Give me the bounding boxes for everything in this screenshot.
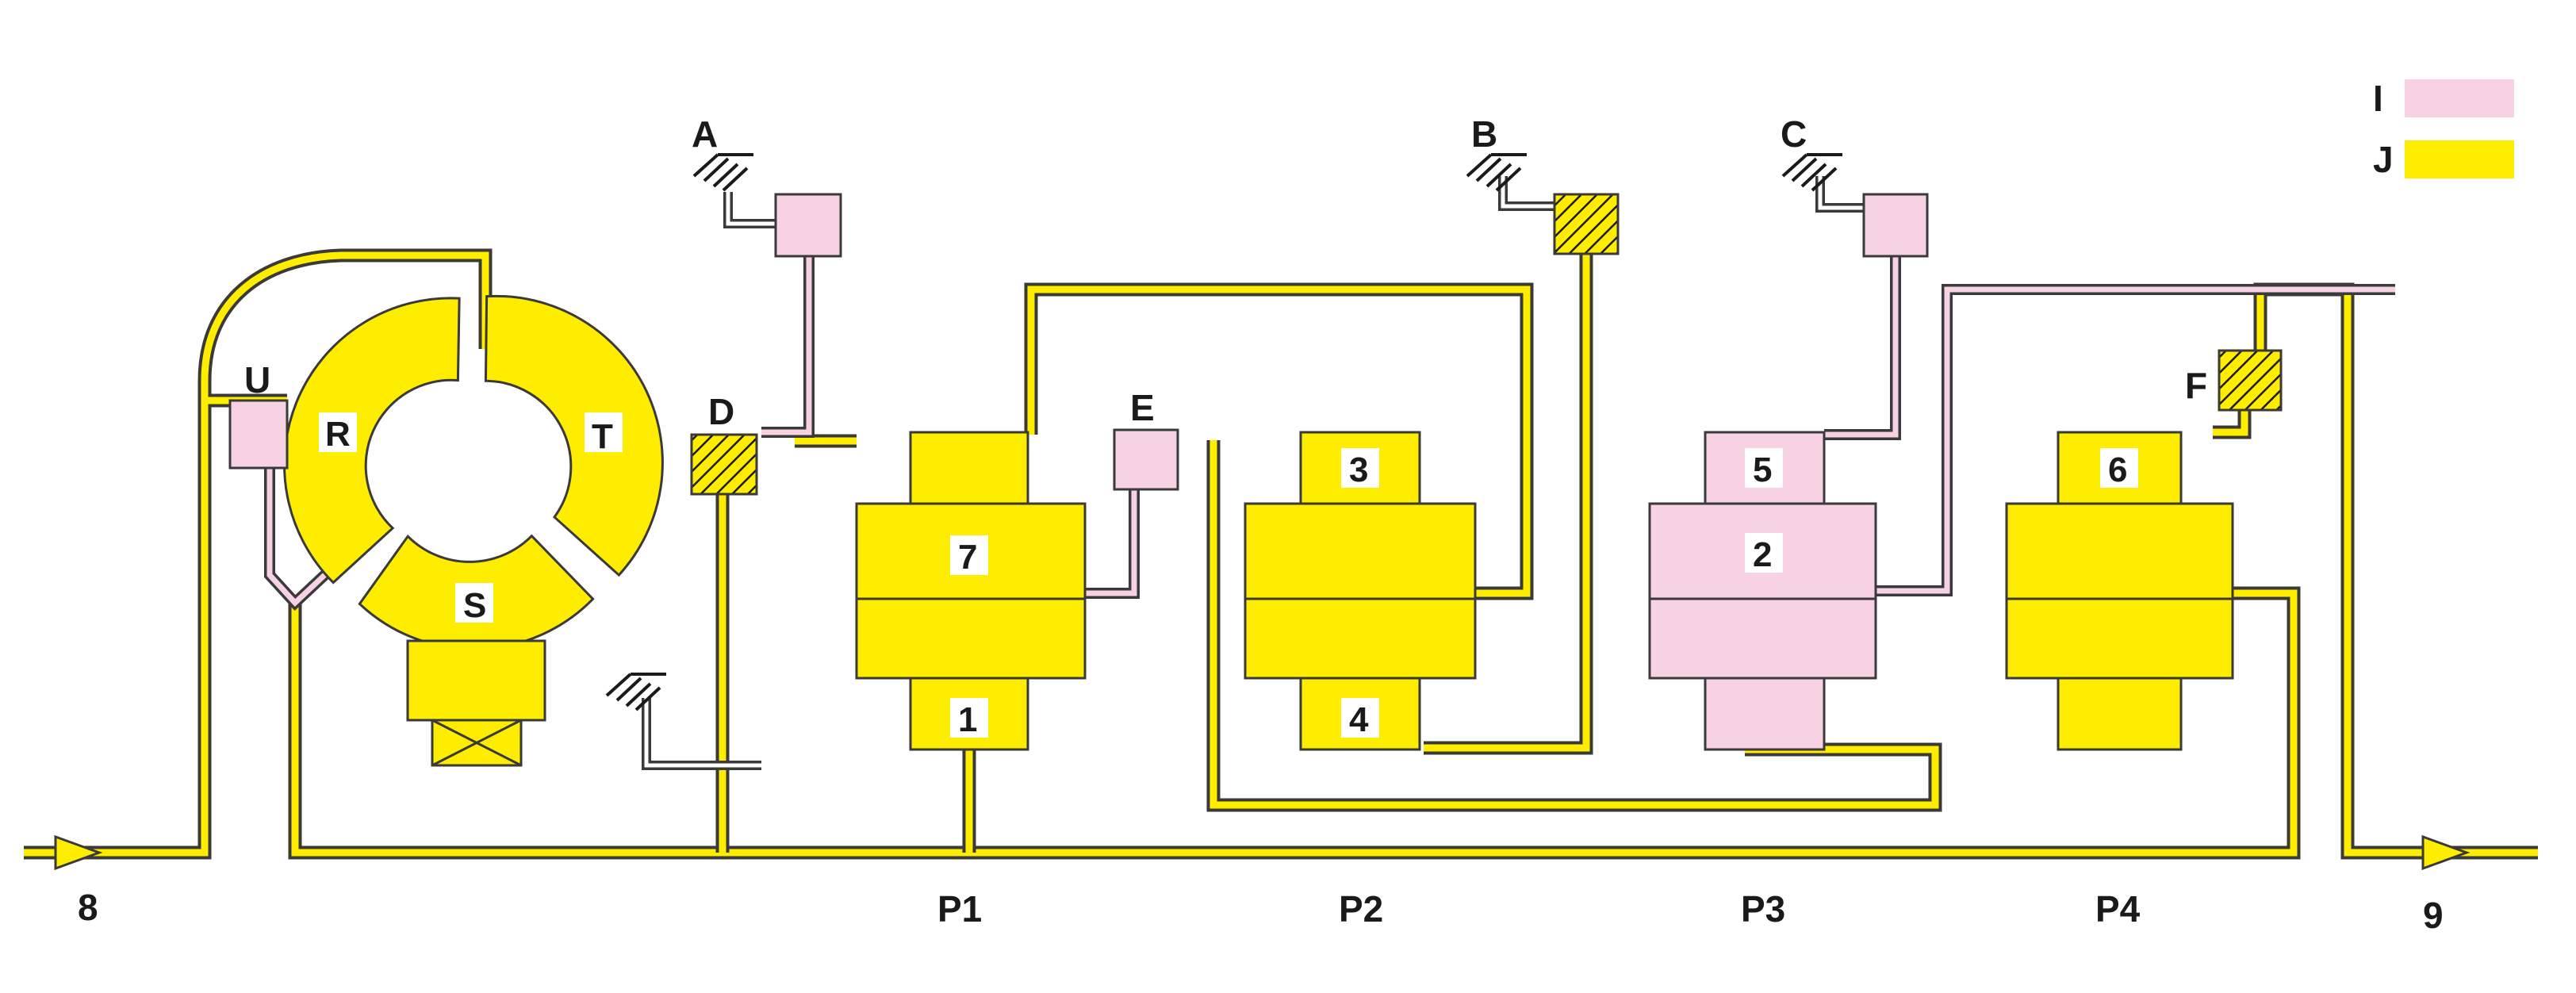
legend-label-i: I [2373,78,2383,119]
valve-b [1553,193,1620,255]
valve-a [774,193,842,258]
anchor-links [642,176,1876,770]
label-anchor-c: C [1781,113,1807,155]
valve-d [690,433,758,496]
label-chamber-3: 3 [1349,450,1368,489]
ring-segment-r [283,297,461,585]
valve-e [1113,428,1179,491]
pipe-network [24,176,2538,860]
legend-swatch-j [2405,140,2514,178]
valve-f [2218,349,2283,412]
label-chamber-5: 5 [1753,450,1772,489]
label-outlet: 9 [2423,895,2444,936]
label-anchor-b: B [1471,113,1497,155]
label-chamber-7: 7 [958,538,977,577]
label-anchor-a: A [692,113,718,155]
label-inlet: 8 [78,887,98,928]
anchor-motor-icon [605,673,666,711]
outlet-arrow-icon [2421,834,2471,871]
legend-label-j: J [2373,139,2394,180]
pilot-lines [264,238,2395,611]
anchor-a-icon [692,153,753,192]
piston-p4 [2005,431,2234,751]
label-piston-p4: P4 [2095,888,2141,930]
label-valve-d: D [708,391,734,432]
chamber-label-boxes [319,412,2138,738]
label-chamber-6: 6 [2108,450,2127,489]
label-piston-p2: P2 [1339,888,1383,930]
pump-ring [283,294,664,650]
anchor-c-icon [1781,153,1842,192]
piston-p3 [1648,431,1877,751]
label-piston-p3: P3 [1741,888,1785,930]
ring-segment-t [484,294,664,577]
valve-c [1862,193,1929,258]
diagram-labels: 8 9 U R T S A B C D E F 7 1 3 4 5 2 6 P1… [78,113,2444,936]
label-chamber-1: 1 [958,700,977,739]
pump-body [406,639,546,722]
valve-u [228,399,289,470]
legend: I J [2373,78,2514,180]
label-chamber-2: 2 [1753,535,1772,574]
label-segment-r: R [325,415,351,454]
piston-p1 [855,431,1087,751]
label-chamber-4: 4 [1349,700,1369,739]
main-supply-pipe [24,248,2301,860]
label-piston-p1: P1 [937,888,982,930]
anchor-b-icon [1466,153,1527,192]
label-valve-e: E [1130,387,1155,428]
label-segment-s: S [463,586,486,625]
label-valve-f: F [2185,365,2207,406]
label-valve-u: U [244,359,270,401]
pump-motor-icon [431,719,523,767]
label-segment-t: T [592,417,613,456]
inlet-arrow-icon [54,834,103,871]
legend-swatch-i [2405,79,2514,117]
